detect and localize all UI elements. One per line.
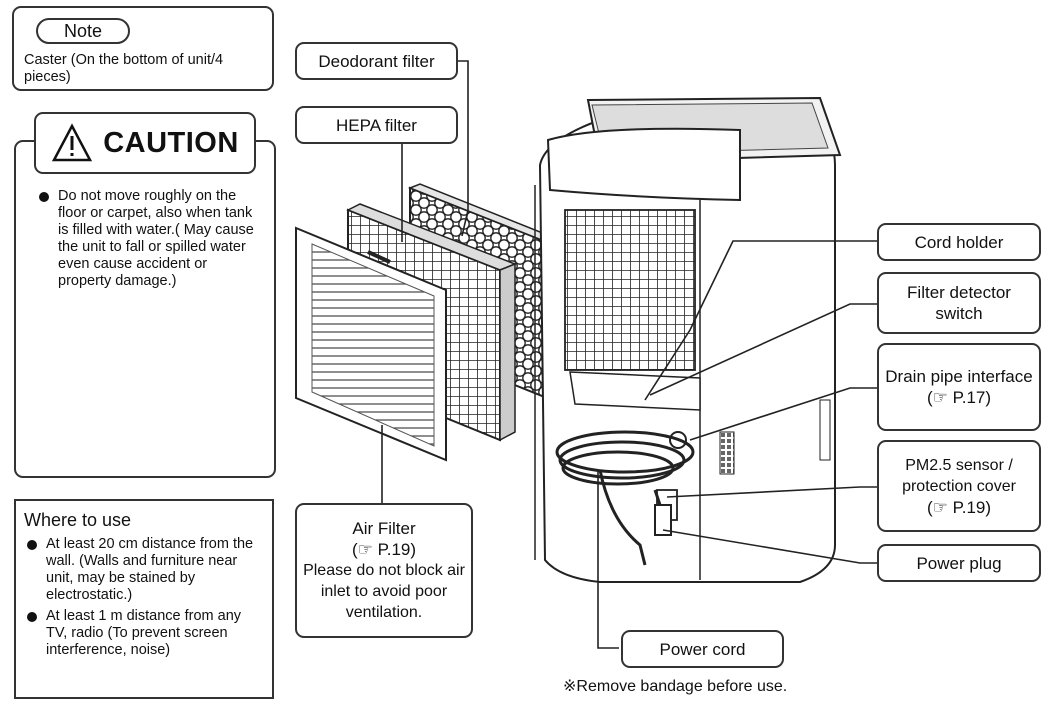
note-title: Note xyxy=(36,18,130,44)
cord-holder-label: Cord holder xyxy=(877,223,1041,261)
power-cord-label: Power cord xyxy=(621,630,784,668)
power-cord xyxy=(555,430,695,566)
air-filter-ref-page: P.19 xyxy=(377,540,411,559)
power-plug-label: Power plug xyxy=(877,544,1041,582)
pm25-sensor-ref: (☞ P.19) xyxy=(926,497,992,517)
air-filter-ref: (☞ P.19) xyxy=(351,540,417,559)
where-to-use-list: At least 20 cm distance from the wall. (… xyxy=(24,536,264,659)
leader-lines xyxy=(381,60,878,649)
caution-list: Do not move roughly on the floor or carp… xyxy=(36,188,261,290)
drain-pipe-ref-page: P.17 xyxy=(952,388,986,407)
warning-triangle-icon xyxy=(52,123,93,162)
drain-pipe-title: Drain pipe interface xyxy=(885,367,1033,386)
drain-pipe-interface-label: Drain pipe interface (☞ P.17) xyxy=(877,343,1041,431)
caution-box xyxy=(14,140,276,478)
drain-pipe-ref: (☞ P.17) xyxy=(926,388,992,407)
air-filter-label: Air Filter (☞ P.19) Please do not block … xyxy=(295,503,473,638)
pm25-sensor-ref-page: P.19 xyxy=(952,497,986,517)
caution-title: CAUTION xyxy=(103,126,239,159)
where-to-use-item: At least 20 cm distance from the wall. (… xyxy=(24,536,264,604)
where-to-use-item: At least 1 m distance from any TV, radio… xyxy=(24,608,264,659)
page-ref-icon: ☞ xyxy=(932,497,948,517)
deodorant-filter-label: Deodorant filter xyxy=(295,42,458,80)
page-ref-icon: ☞ xyxy=(357,540,373,559)
caution-header: CAUTION xyxy=(34,112,256,174)
caution-item: Do not move roughly on the floor or carp… xyxy=(36,188,261,290)
air-filter-note: Please do not block air inlet to avoid p… xyxy=(303,562,465,621)
air-filter-title: Air Filter xyxy=(352,519,416,538)
where-to-use-box xyxy=(14,499,274,699)
hepa-filter-label: HEPA filter xyxy=(295,106,458,144)
where-to-use-title: Where to use xyxy=(24,510,132,530)
pm25-sensor-label: PM2.5 sensor / protection cover (☞ P.19) xyxy=(877,440,1041,532)
pm25-sensor-title: PM2.5 sensor / protection cover xyxy=(902,456,1016,495)
note-text: Caster (On the bottom of unit/4 pieces) xyxy=(24,52,224,85)
dehumidifier-unit xyxy=(534,96,842,583)
footnote: ※Remove bandage before use. xyxy=(563,678,788,695)
filter-detector-switch-label: Filter detector switch xyxy=(877,272,1041,334)
air-filter xyxy=(295,226,447,462)
page-ref-icon: ☞ xyxy=(932,388,948,407)
